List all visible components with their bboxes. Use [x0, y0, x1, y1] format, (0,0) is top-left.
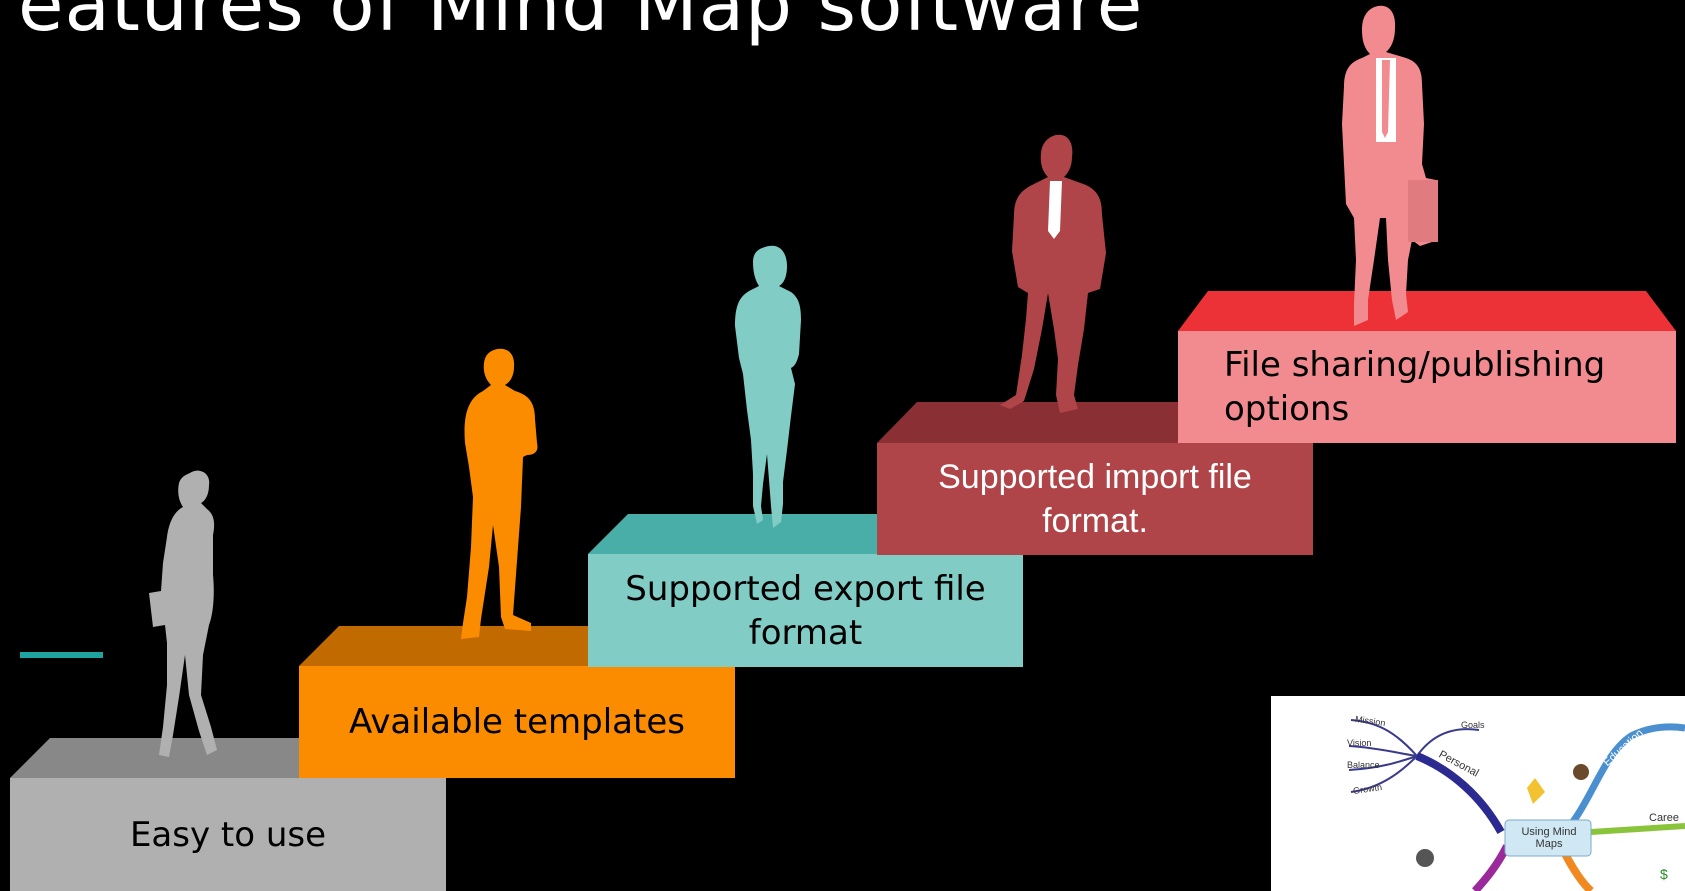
step-front-face: Available templates: [299, 666, 735, 778]
man-with-briefcase-silhouette: [1342, 5, 1438, 326]
step-front-face: Supported export file format: [588, 554, 1023, 667]
step-top-face: [1178, 291, 1676, 331]
mind-map-center-label: Using Mind Maps: [1521, 826, 1577, 850]
mind-map-leaf-label: Vision: [1347, 738, 1372, 748]
mind-map-image: $ Using Mind Maps Personal Education Car…: [1271, 696, 1685, 891]
step-label: File sharing/publishing options: [1224, 345, 1606, 429]
mind-map-branches: $: [1348, 719, 1685, 891]
accent-line: [20, 652, 103, 658]
mind-map-leaf-label: Goals: [1461, 720, 1485, 730]
step-label: Available templates: [349, 702, 685, 742]
woman-walking-silhouette: [149, 470, 217, 757]
mind-map-branch-label: Caree: [1649, 812, 1679, 824]
step-front-face: Easy to use: [10, 778, 446, 891]
woman-standing-silhouette: [735, 245, 801, 528]
step-front-face: File sharing/publishing options: [1178, 331, 1676, 443]
step-label: Supported import file format.: [938, 458, 1252, 540]
svg-text:$: $: [1660, 866, 1668, 882]
slide-title: eatures of Mind Map software: [18, 0, 1144, 48]
step-label: Easy to use: [129, 814, 327, 855]
step-front-face: Supported import file format.: [877, 443, 1313, 555]
mind-map-leaf-label: Balance: [1347, 760, 1380, 770]
man-arms-crossed-silhouette: [461, 348, 538, 639]
step-label: Supported export file format: [625, 568, 986, 653]
man-hands-in-pockets-silhouette: [1000, 134, 1106, 413]
